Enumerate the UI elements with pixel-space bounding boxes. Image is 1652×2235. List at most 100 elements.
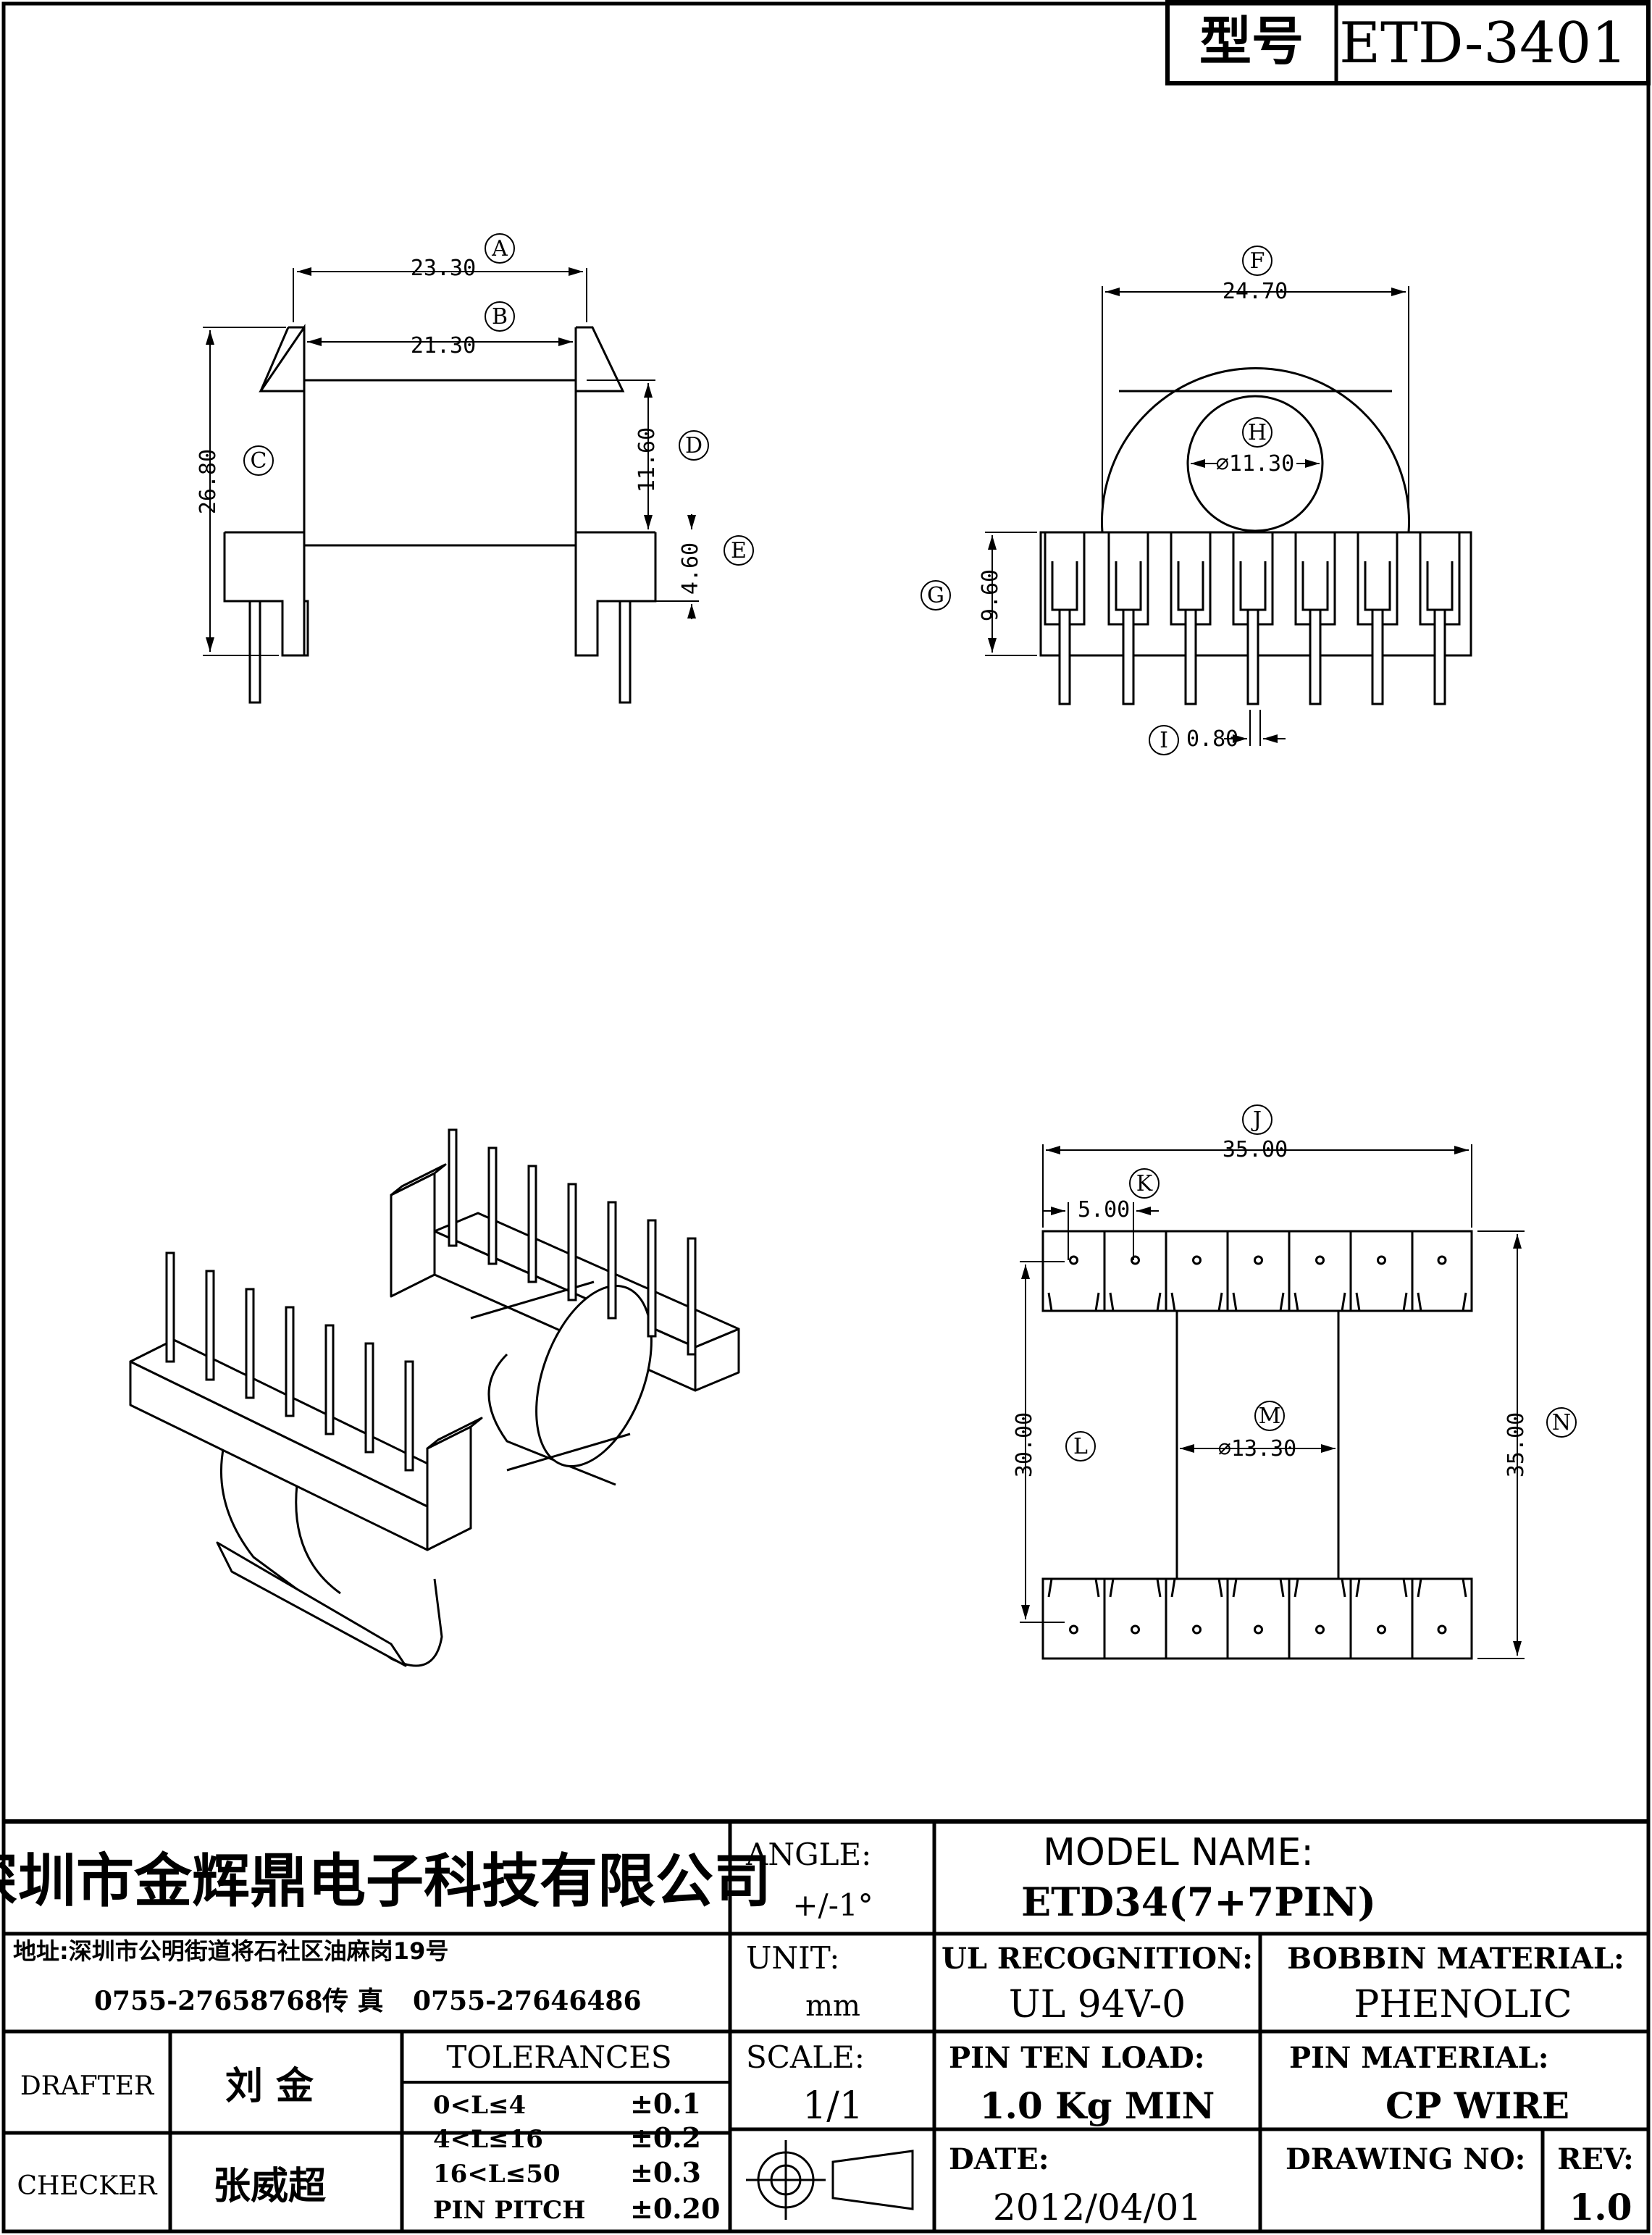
dim-d: 11.60 [634,427,660,492]
front-pin [1058,608,1071,705]
top-callouts: J K M L N [1065,1104,1577,1462]
front-pins [1058,608,1446,705]
top-cell-chamfer [1094,1578,1100,1598]
front-pin [1122,608,1135,705]
top-cell-chamfer [1217,1578,1223,1598]
top-cell-chamfer [1109,1578,1115,1598]
callout-k: K [1136,1171,1153,1196]
top-pin-hole [1069,1255,1078,1265]
angle-label: ANGLE: [745,1837,871,1872]
top-cell-chamfer [1462,1292,1467,1312]
pin-load-value: 1.0 Kg MIN [980,2084,1215,2127]
checker-label: CHECKER [17,2171,157,2201]
top-cell-chamfer [1047,1292,1053,1312]
top-cell-chamfer [1462,1578,1467,1598]
company-name: 深圳市金辉鼎电子科技有限公司 [0,1848,771,1915]
side-dimensions [203,267,699,656]
unit-value: mm [805,1989,860,2023]
front-labels: 24.70 ⌀11.30 9.60 0.80 [978,279,1294,752]
dim-j: 35.00 [1223,1137,1288,1162]
tolerance-range-4: PIN PITCH [433,2196,585,2225]
tolerance-value-2: ±0.2 [630,2121,701,2154]
top-cell-chamfer [1417,1578,1422,1598]
top-cell-chamfer [1094,1292,1100,1312]
callout-l: L [1073,1434,1088,1459]
dim-f: 24.70 [1223,279,1288,304]
dim-e: 4.60 [678,542,703,595]
model-name-value: ETD34(7+7PIN) [1021,1879,1376,1925]
front-pin [1371,608,1384,705]
top-cell-chamfer [1402,1578,1408,1598]
callout-e: E [731,538,747,563]
drafter-value: 刘 金 [225,2065,314,2108]
callout-f: F [1250,248,1265,274]
top-cell-chamfer [1341,1578,1346,1598]
dim-i: 0.80 [1186,726,1238,752]
iso-front-pin [245,1288,255,1399]
callout-m: M [1259,1404,1281,1429]
scale-label: SCALE: [746,2039,865,2075]
bobbin-material-label: BOBBIN MATERIAL: [1287,1942,1624,1976]
drawing-no-label: DRAWING NO: [1286,2142,1525,2176]
pin-material-value: CP WIRE [1385,2084,1569,2127]
front-slot-inner [1364,561,1391,611]
top-pin-hole [1315,1255,1325,1265]
side-labels: 23.30 21.30 26.80 11.60 4.60 [196,256,703,595]
top-cell-chamfer [1232,1292,1238,1312]
date-label: DATE: [949,2142,1049,2176]
tolerance-value-1: ±0.1 [630,2087,701,2120]
model-box-value: ETD-3401 [1339,11,1627,76]
top-pin-hole [1254,1255,1263,1265]
top-cell-chamfer [1355,1578,1361,1598]
front-slot-inner [1239,561,1267,611]
bobbin-material-value: PHENOLIC [1354,1983,1572,2026]
scale-value: 1/1 [802,2084,863,2128]
title-block-grid [4,1819,1648,2231]
top-cell-chamfer [1417,1292,1422,1312]
dim-g: 9.60 [978,569,1003,621]
top-labels: 35.00 5.00 ⌀13.30 30.00 35.00 [1012,1137,1529,1477]
top-cell-chamfer [1156,1292,1162,1312]
top-cell-chamfer [1232,1578,1238,1598]
front-dimensions [985,286,1409,746]
top-cell-chamfer [1279,1578,1285,1598]
top-pin-hole [1377,1624,1386,1635]
top-pin-hole [1254,1624,1263,1635]
front-core-hole [1186,395,1324,532]
top-cell-chamfer [1047,1578,1053,1598]
front-pin [1184,608,1197,705]
iso-front-pin [324,1324,335,1435]
dim-k: 5.00 [1078,1197,1130,1223]
iso-front-pin [404,1360,414,1472]
model-name-label: MODEL NAME: [1043,1831,1314,1874]
iso-rear-pin [687,1237,697,1356]
dim-a: 23.30 [411,256,476,281]
top-pin-hole [1437,1255,1447,1265]
pin-load-label: PIN TEN LOAD: [949,2041,1204,2075]
model-box: 型号 ETD-3401 [1165,0,1651,85]
rev-value: 1.0 [1569,2186,1632,2228]
top-cell-chamfer [1170,1292,1176,1312]
angle-value: +/-1° [792,1887,873,1923]
ul-value: UL 94V-0 [1009,1983,1186,2026]
front-slot-inner [1115,561,1142,611]
callout-h: H [1248,420,1267,445]
top-pin-hole [1437,1624,1447,1635]
dim-h: ⌀11.30 [1216,451,1294,477]
front-slot-inner [1051,561,1078,611]
front-view [1039,366,1472,657]
callout-j: J [1251,1107,1262,1133]
iso-rear-pin [567,1183,577,1301]
dim-l: 30.00 [1012,1412,1037,1477]
top-cell-chamfer [1293,1578,1299,1598]
dim-b: 21.30 [411,333,476,358]
callout-i: I [1160,728,1168,753]
front-pin [1433,608,1446,705]
callout-b: B [492,304,508,330]
top-dimensions [1020,1144,1525,1659]
tolerance-range-1: 0<L≤4 [433,2091,526,2120]
dim-m: ⌀13.30 [1218,1436,1296,1462]
tolerances-label: TOLERANCES [446,2039,671,2075]
tolerance-value-4: ±0.20 [630,2192,720,2225]
